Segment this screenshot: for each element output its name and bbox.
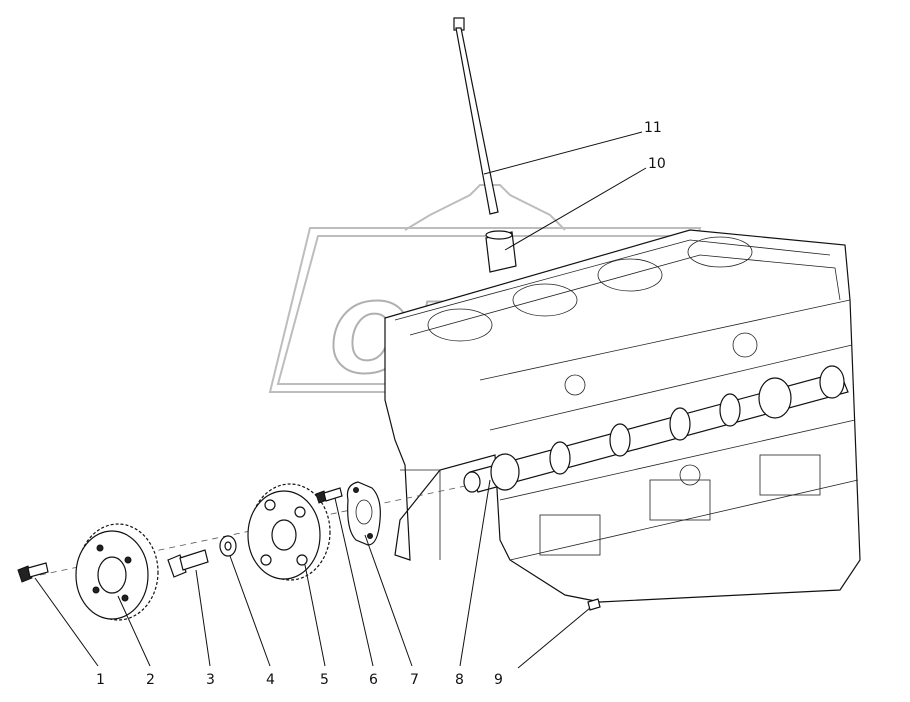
camshaft-gear-hub [271,519,297,551]
assembly-axis-line [39,484,471,576]
camshaft-gear [247,483,331,581]
cylinder-bore-1 [427,308,493,342]
callout-9: 9 [494,672,503,688]
camshaft-journal-front [490,453,520,491]
block-front-flange [400,469,441,560]
camshaft-lobe-4 [719,393,741,427]
camshaft [463,365,849,493]
callout-5: 5 [320,672,329,688]
push-rod [453,17,499,215]
leader-line-8 [459,479,491,667]
cylinder-bore-4 [687,236,753,268]
screw [315,487,343,504]
watermark-gear-outline [404,184,566,231]
idler-gear-hole-3 [121,594,129,602]
callout-labels: 1 2 3 4 5 6 7 8 9 10 11 [96,120,666,688]
tappet [485,230,517,273]
block-port-3 [759,454,821,496]
callout-4: 4 [266,672,275,688]
block-rib-1 [479,299,851,381]
leader-line-7 [364,534,413,667]
leader-line-5 [304,564,326,667]
block-rib-3 [499,419,856,501]
callout-11: 11 [644,120,662,136]
callout-8: 8 [455,672,464,688]
camshaft-nose [463,471,481,493]
block-boss-2 [564,374,586,396]
thrust-plate-bore [355,499,373,525]
washer [219,535,237,557]
leader-line-3 [195,569,211,667]
screw-shank [323,487,343,502]
engine-block [384,229,861,603]
camshaft-gear-hole-2 [294,506,306,518]
thrust-plate-body [346,481,381,546]
leader-line-11 [483,131,643,175]
callout-2: 2 [146,672,155,688]
bolt-large-shank [179,549,209,571]
leader-line-2 [117,595,151,667]
callout-1: 1 [96,672,105,688]
key-body [587,598,601,611]
tappet-top [485,230,513,240]
block-boss-3 [679,464,701,486]
washer-inner [224,541,232,551]
camshaft-journal-rear [819,365,845,399]
block-rib-2 [489,344,853,431]
block-deck-edge [409,254,841,336]
block-port-2 [649,479,711,521]
callout-10: 10 [648,156,666,172]
camshaft-gear-hole-3 [296,554,308,566]
leader-line-10 [504,167,647,251]
block-top-edge [394,239,831,321]
camshaft-gear-hole-4 [260,554,272,566]
camshaft-lobe-3 [669,407,691,441]
callout-7: 7 [410,672,419,688]
idler-gear [75,523,159,621]
block-boss-1 [732,332,758,358]
callout-3: 3 [206,672,215,688]
camshaft-drive-gear [758,377,792,419]
idler-gear-hole-2 [124,556,132,564]
idler-gear-hole-4 [92,586,100,594]
callout-6: 6 [369,672,378,688]
cylinder-bore-3 [597,258,663,292]
camshaft-lobe-1 [549,441,571,475]
key [587,598,601,611]
idler-gear-hole-1 [96,544,104,552]
leader-line-9 [517,607,591,669]
idler-gear-hub [97,556,127,594]
camshaft-gear-hole-1 [264,499,276,511]
cylinder-bore-2 [512,283,578,317]
bolt-large [167,549,209,578]
thrust-plate [346,481,381,546]
bolt-small [17,562,49,583]
block-body [384,229,861,603]
block-port-1 [539,514,601,556]
bolt-small-shank [27,562,49,578]
leader-line-1 [34,577,99,667]
push-rod-shaft [455,27,499,215]
thrust-plate-hole-2 [367,533,373,539]
thrust-plate-hole-1 [353,487,359,493]
leader-lines [34,131,647,669]
leader-line-4 [229,555,271,667]
leader-line-6 [334,497,374,667]
camshaft-lobe-2 [609,423,631,457]
